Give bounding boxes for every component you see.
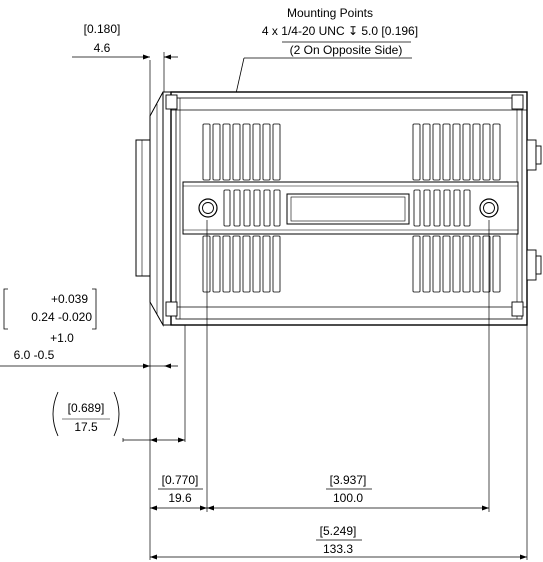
vent-grille-rail <box>223 189 471 227</box>
rear-connectors <box>526 139 542 281</box>
dim-mount-depth-inch: [0.689] <box>68 401 105 415</box>
dim-lens-flange-mm: 4.6 <box>94 41 111 55</box>
dim-front-offset: [0.770] 19.6 <box>150 473 207 511</box>
dim-thread-mm-base: 6.0 -0.5 <box>14 348 55 362</box>
dim-mount-depth: [0.689] 17.5 <box>52 391 185 443</box>
lens-mount <box>135 91 172 327</box>
mounting-points-note: Mounting Points 4 x 1/4-20 UNC ↧ 5.0 [0.… <box>211 6 418 201</box>
dim-hole-spacing-mm: 100.0 <box>333 491 363 505</box>
note-opposite-side: (2 On Opposite Side) <box>290 43 403 57</box>
dim-overall-inch: [5.249] <box>320 524 357 538</box>
mounting-hole-rear <box>479 198 499 218</box>
dim-thread-mm-plus: +1.0 <box>50 331 74 345</box>
dim-mount-depth-mm: 17.5 <box>74 420 98 434</box>
note-title: Mounting Points <box>287 6 373 20</box>
dim-thread-inch-plus: +0.039 <box>51 292 88 306</box>
dim-front-offset-inch: [0.770] <box>162 473 199 487</box>
mounting-hole-front <box>198 198 218 218</box>
dim-overall-length: [5.249] 133.3 <box>150 524 527 560</box>
note-thread-spec: 4 x 1/4-20 UNC ↧ 5.0 [0.196] <box>262 24 418 38</box>
vent-grille-right-top <box>412 123 501 181</box>
dim-lens-flange: [0.180] 4.6 <box>72 22 178 60</box>
dim-overall-mm: 133.3 <box>323 542 353 556</box>
vent-grille-left-bottom <box>202 235 281 293</box>
dim-lens-flange-inch: [0.180] <box>84 22 121 36</box>
dim-hole-spacing: [3.937] 100.0 <box>207 473 489 511</box>
vent-grille-left-top <box>202 123 281 181</box>
dim-thread-tolerance: +0.039 0.24 -0.020 +1.0 6.0 -0.5 <box>3 288 178 369</box>
dim-front-offset-mm: 19.6 <box>168 491 192 505</box>
extension-lines <box>0 52 528 560</box>
dim-thread-inch-base: 0.24 -0.020 <box>31 310 92 324</box>
vent-grille-right-bottom <box>412 235 501 293</box>
dim-hole-spacing-inch: [3.937] <box>330 473 367 487</box>
